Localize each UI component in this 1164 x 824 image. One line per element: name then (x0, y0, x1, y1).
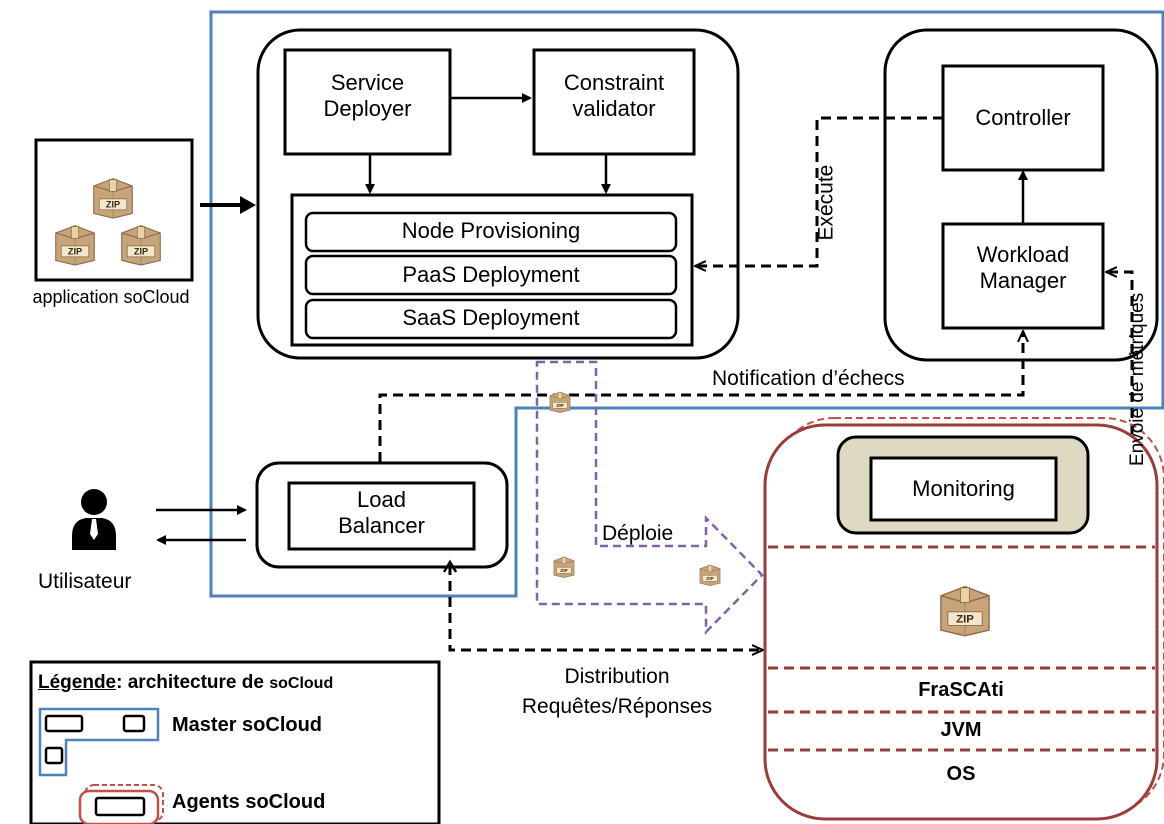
legend-title: Légende: architecture de soCloud (38, 672, 334, 693)
application-label: application soCloud (32, 287, 190, 307)
legend-master-label: Master soCloud (172, 714, 323, 736)
metrics-label: Envoie de métriques (1127, 292, 1149, 467)
master-boundary (209, 10, 1164, 598)
failure-notification-arrow (378, 332, 1023, 462)
zip-package-icon: ZIP (698, 563, 722, 591)
zip-label: ZIP (560, 568, 568, 574)
jvm-layer-label: JVM (940, 719, 982, 741)
application-to-master-arrow (200, 196, 256, 214)
paas-deployment-box[interactable] (304, 254, 678, 296)
constraint-validator-box[interactable] (532, 48, 696, 156)
frascati-layer-label: FraSCAti (918, 679, 1004, 701)
load-balancer-box[interactable] (287, 481, 476, 551)
node-provisioning-box[interactable] (304, 211, 678, 253)
controller-box[interactable] (941, 64, 1105, 172)
legend-agent-symbol (78, 784, 164, 824)
legend-master-symbol (38, 707, 160, 777)
zip-package-icon: ZIP (936, 582, 994, 642)
user-label: Utilisateur (38, 570, 132, 593)
deploy-label: Déploie (602, 522, 674, 545)
zip-package-icon: ZIP (548, 390, 572, 418)
zip-package-icon: ZIP (552, 555, 576, 583)
deploy-arrow (535, 360, 764, 636)
zip-label: ZIP (706, 576, 714, 582)
user-icon (72, 489, 116, 550)
distribution-arrow (448, 565, 762, 650)
failure-notification-label: Notification d’échecs (712, 367, 905, 390)
zip-package-icon: ZIP (118, 222, 164, 271)
saas-deployment-box[interactable] (304, 298, 678, 340)
zip-label: ZIP (68, 247, 82, 257)
zip-label: ZIP (556, 403, 564, 409)
monitoring-label: Monitoring (912, 476, 1015, 501)
paas-deployment-label: PaaS Deployment (402, 262, 580, 287)
zip-label: ZIP (956, 614, 974, 626)
saas-deployment-label: SaaS Deployment (402, 305, 580, 330)
zip-package-icon: ZIP (52, 222, 98, 271)
execute-label: Exécute (814, 164, 838, 241)
legend-agents-label: Agents soCloud (172, 791, 326, 813)
zip-label: ZIP (134, 247, 148, 257)
zip-package-icon: ZIP (90, 175, 136, 224)
zip-label: ZIP (106, 200, 120, 210)
service-deployer-box[interactable] (283, 48, 452, 156)
os-layer-label: OS (946, 763, 976, 785)
controller-label: Controller (975, 105, 1071, 130)
monitoring-box[interactable] (869, 456, 1058, 522)
workload-manager-box[interactable] (941, 222, 1105, 330)
execute-arrow (696, 116, 943, 266)
node-provisioning-label: Node Provisioning (401, 218, 581, 243)
